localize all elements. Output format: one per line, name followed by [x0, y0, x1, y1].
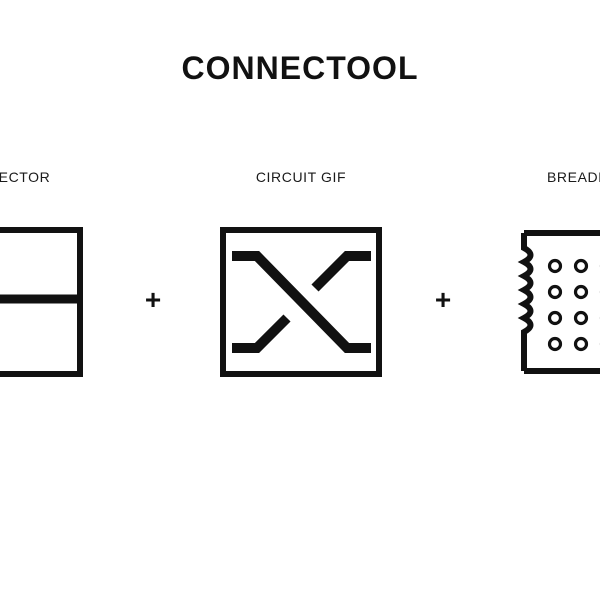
component-circuit-label: CIRCUIT GIF — [255, 169, 347, 185]
plus-operator-2: + — [434, 284, 452, 315]
waveform-detector-icon — [0, 226, 84, 378]
breadboard-icon — [517, 226, 600, 378]
crossing-wires-icon — [219, 226, 383, 378]
component-breadboard-label: BREADBOARD — [546, 169, 600, 185]
page-title: CONNECTOOL — [181, 50, 419, 86]
component-detector-label: R DETECTOR — [0, 169, 51, 185]
plus-operator-1: + — [144, 284, 162, 315]
